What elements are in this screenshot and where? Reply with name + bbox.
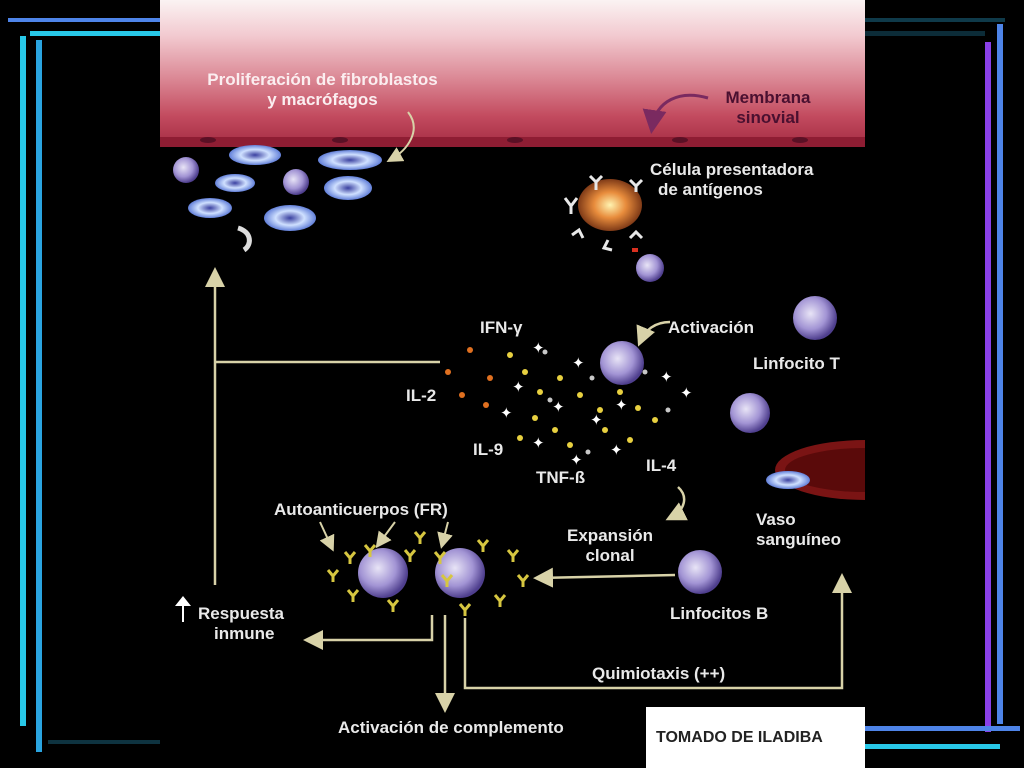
frame-bar-left-blue [36,40,42,752]
blood-vessel [766,440,865,500]
fibroblast-pointer-arrow [386,111,415,162]
lymphocyte-cell [730,393,770,433]
svg-text:✦: ✦ [570,451,583,469]
clonal-expansion-label: Expansión clonal [550,526,670,566]
tnf-beta-label: TNF-ß [536,468,586,487]
svg-text:✦: ✦ [512,378,525,396]
frame-bar-bottom-right-blue [865,726,1020,731]
synovial-label-line-1: Membrana [725,88,811,107]
source-credit-text: TOMADO DE ILADIBA [656,729,823,746]
immune-response-label: Respuesta inmune [198,604,284,644]
synovial-label-line-2: sinovial [736,108,800,127]
t-lymphocyte-label: Linfocito T [753,354,840,373]
frame-bar-left-cyan [20,36,26,726]
autoantibodies [326,531,530,616]
svg-text:✦: ✦ [532,434,545,452]
source-credit-box: TOMADO DE ILADIBA [646,707,865,768]
svg-text:✦: ✦ [532,339,545,357]
synovial-membrane-label: Membrana sinovial [708,88,828,128]
svg-text:✦: ✦ [680,384,693,402]
membrane-nuclei [200,137,808,143]
frame-bar-right-blue [997,24,1003,724]
plasma-b-cell-1 [358,548,408,598]
svg-text:✦: ✦ [590,411,603,429]
il4-to-expansion-arrow [665,486,688,521]
vessel-label-line-1: Vaso [756,510,796,529]
svg-text:✦: ✦ [615,396,628,414]
activation-label: Activación [668,318,754,337]
synovial-membrane-pointer-arrow [642,93,709,134]
diagram-panel: ✦ ✦ ✦ ✦ ✦ ✦ ✦ ✦ ✦ ✦ ✦ ✦ [160,0,865,768]
diagram-drawing: ✦ ✦ ✦ ✦ ✦ ✦ ✦ ✦ ✦ ✦ ✦ ✦ [173,93,865,713]
immune-label-line-2: inmune [214,624,275,643]
autoantibody-pointer-arrow-3 [437,521,453,549]
svg-text:✦: ✦ [552,398,565,416]
blood-vessel-label: Vaso sanguíneo [756,510,841,550]
activation-arrow [636,320,671,347]
expansion-label-line-2: clonal [585,546,635,565]
cytokine-cloud: ✦ ✦ ✦ ✦ ✦ ✦ ✦ ✦ ✦ ✦ ✦ ✦ [445,339,693,469]
immune-response-up-icon [175,596,191,622]
svg-text:✦: ✦ [500,404,513,422]
macrophage-cluster [173,145,382,253]
autoantibody-pointer-arrow-2 [375,521,396,549]
complement-activation-label: Activación de complemento [338,718,564,737]
synovial-membrane [160,0,865,145]
frame-bar-bottom-right-cyan [865,744,1000,749]
fibroblast-label-line-1: Proliferación de fibroblastos [207,70,438,89]
svg-text:✦: ✦ [660,368,673,386]
frame-bar-top-left-cyan [30,31,160,36]
il2-label: IL-2 [406,386,437,405]
frame-bar-top-right-dark [865,18,1005,22]
b-cell-to-antibody-arrow [533,567,676,588]
il9-label: IL-9 [473,440,504,459]
fibroblast-label-line-2: y macrófagos [267,90,378,109]
ifn-gamma-label: IFN-γ [480,318,523,337]
autoantibody-pointer-arrow-1 [319,521,335,552]
frame-bar-top-left-blue [8,18,160,22]
antigen-presenting-cell [563,174,664,282]
frame-bar-top-right-dark2 [865,31,985,36]
frame-bar-bottom-left-dark [48,740,160,744]
expansion-label-line-1: Expansión [567,526,653,545]
chemotaxis-label: Quimiotaxis (++) [592,664,726,683]
svg-text:✦: ✦ [572,354,585,372]
activated-t-cell [600,341,644,385]
fibroblast-proliferation-label: Proliferación de fibroblastos y macrófag… [170,70,475,110]
apc-label-line-1: Célula presentadora [650,160,814,179]
vessel-label-line-2: sanguíneo [756,530,842,549]
apc-label-line-2: de antígenos [658,180,763,199]
t-lymphocyte-cell [793,296,837,340]
b-lymphocyte-cell [678,550,722,594]
b-lymphocytes-label: Linfocitos B [670,604,769,623]
il4-label: IL-4 [646,456,677,475]
chemotaxis-arrow [463,573,852,690]
immune-label-line-1: Respuesta [198,604,284,623]
antigen-presenting-cell-label: Célula presentadora de antígenos [650,160,813,200]
autoantibodies-label: Autoanticuerpos (FR) [274,500,448,519]
svg-text:✦: ✦ [610,441,623,459]
frame-bar-right-violet [985,42,991,732]
immune-response-arrow [303,615,434,650]
